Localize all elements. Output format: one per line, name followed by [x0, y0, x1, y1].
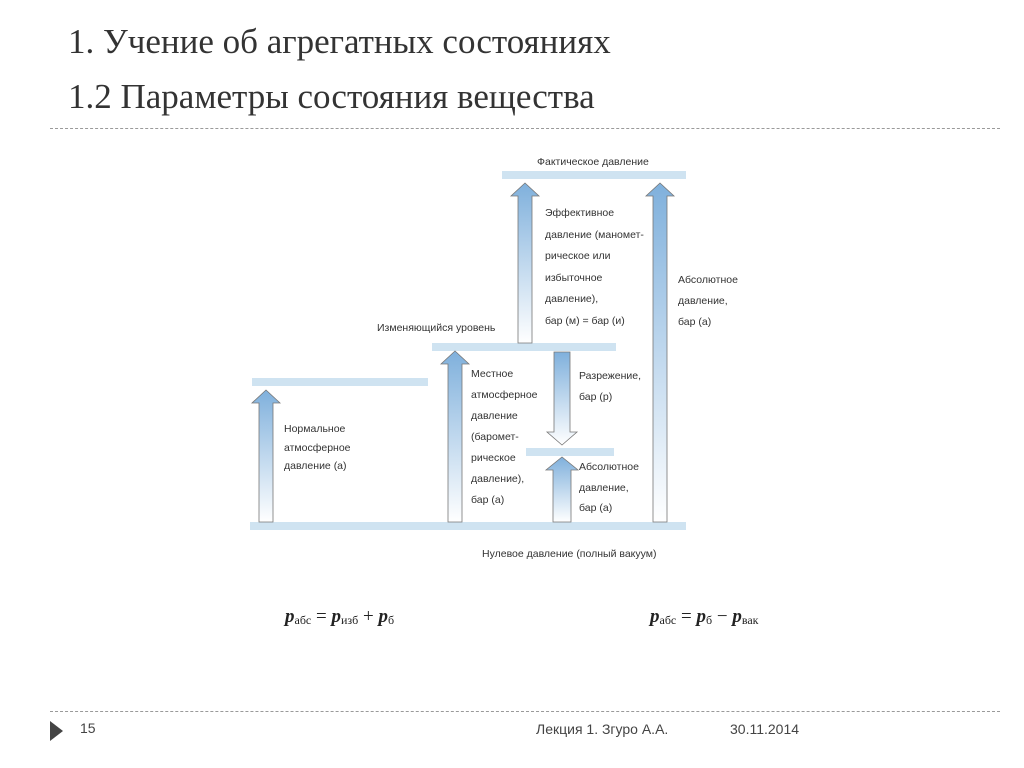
text-line: рическое — [471, 452, 516, 464]
text-line: Нормальное — [284, 423, 346, 435]
label-zero-pressure: Нулевое давление (полный вакуум) — [482, 548, 657, 560]
text-line: бар (р) — [579, 391, 613, 403]
footer-lecture: Лекция 1. Згуро А.А. — [536, 721, 669, 737]
subscript: абс — [294, 613, 312, 627]
slide-title-line1: 1. Учение об агрегатных состояниях — [68, 22, 611, 61]
triangle-bullet-icon — [50, 721, 63, 741]
level-zero — [250, 522, 686, 530]
text-line: давление, — [678, 295, 728, 307]
label-absolute-big: Абсолютное давление, бар (а) — [678, 270, 738, 333]
level-changing — [432, 343, 616, 351]
footer-divider — [50, 711, 1000, 712]
operator: = — [316, 606, 327, 627]
subscript: б — [705, 613, 713, 627]
arrow-up-absolute-small — [544, 456, 580, 523]
arrow-up-absolute-big — [644, 182, 676, 523]
level-absolute-small — [526, 448, 614, 456]
footer-date: 30.11.2014 — [730, 721, 800, 737]
operator: + — [363, 606, 374, 627]
level-normal-atm — [252, 378, 428, 386]
text-line: давление), — [545, 293, 599, 305]
label-effective: Эффективное давление (маномет- рическое … — [545, 203, 644, 332]
text-line: рическое или — [545, 250, 611, 262]
arrow-up-local-atm — [439, 350, 471, 523]
text-line: бар (а) — [471, 494, 505, 506]
arrow-up-effective — [509, 182, 541, 344]
label-absolute-small: Абсолютное давление, бар (а) — [579, 457, 639, 519]
text-line: избыточное — [545, 271, 603, 284]
text-line: Разрежение, — [579, 370, 642, 382]
operator: = — [681, 606, 692, 627]
text-line: атмосферное — [284, 441, 351, 454]
subscript: вак — [741, 613, 759, 627]
text-line: давление (маномет- — [545, 228, 644, 241]
operator: − — [716, 606, 728, 627]
text-line: давление, — [579, 481, 629, 494]
label-vacuum: Разрежение, бар (р) — [579, 366, 641, 408]
text-line: Абсолютное — [579, 461, 639, 473]
symbol-p: p — [650, 606, 660, 627]
text-line: Местное — [471, 368, 514, 380]
page-number: 15 — [80, 720, 96, 736]
text-line: атмосферное — [471, 389, 538, 401]
text-line: бар (м) = бар (и) — [545, 314, 625, 327]
label-local-atm: Местное атмосферное давление (баромет- р… — [471, 364, 538, 511]
text-line: Эффективное — [545, 207, 615, 219]
subscript: абс — [659, 613, 677, 627]
text-line: бар (а) — [579, 502, 613, 514]
slide-title-line2: 1.2 Параметры состояния вещества — [68, 77, 595, 116]
subscript: изб — [340, 613, 359, 627]
label-actual-pressure: Фактическое давление — [537, 156, 649, 168]
formula-absolute-vacuum: pабс = pб − pвак — [650, 606, 758, 628]
subscript: б — [387, 613, 395, 627]
symbol-p: p — [732, 606, 742, 627]
text-line: давление), — [471, 473, 525, 485]
text-line: (баромет- — [471, 431, 519, 443]
symbol-p: p — [378, 606, 388, 627]
text-line: бар (а) — [678, 316, 712, 328]
level-actual — [502, 171, 686, 179]
symbol-p: p — [285, 606, 295, 627]
label-changing-level: Изменяющийся уровень — [377, 322, 496, 334]
title-divider — [50, 128, 1000, 129]
text-line: давление (а) — [284, 460, 347, 472]
label-normal-atm: Нормальное атмосферное давление (а) — [284, 420, 351, 476]
symbol-p: p — [331, 606, 341, 627]
arrow-up-normal-atm — [250, 389, 282, 523]
text-line: давление — [471, 410, 518, 422]
arrow-down-vacuum — [545, 351, 579, 446]
text-line: Абсолютное — [678, 274, 738, 286]
formula-absolute-gauge: pабс = pизб + pб — [285, 606, 394, 628]
symbol-p: p — [696, 606, 706, 627]
